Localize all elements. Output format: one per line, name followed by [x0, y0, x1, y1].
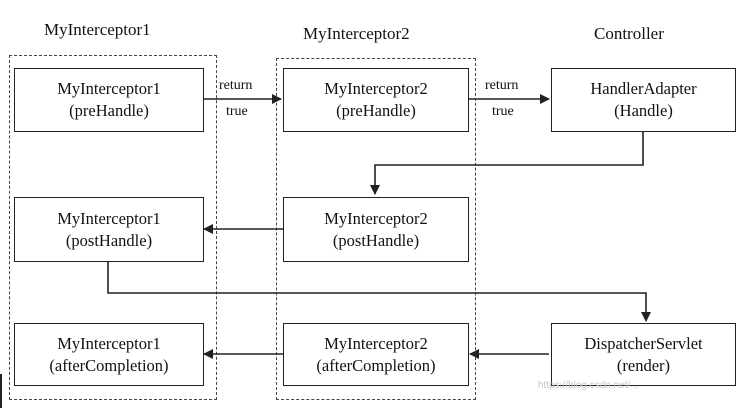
node-method: (preHandle) — [69, 101, 149, 120]
edge-label-2-return: return — [485, 78, 519, 93]
column-title-interceptor1: MyInterceptor1 — [44, 20, 151, 39]
node-title: MyInterceptor1 — [57, 333, 161, 353]
node-interceptor2-posthandle: MyInterceptor2 (postHandle) — [283, 197, 469, 262]
arrow-handler-to-i2post — [370, 132, 644, 195]
node-title: HandlerAdapter — [590, 79, 697, 98]
edge-label-2-true: true — [492, 104, 514, 119]
node-interceptor2-aftercompletion: MyInterceptor2 (afterCompletion) — [283, 323, 469, 386]
edge-label-1-return: return — [219, 78, 253, 93]
arrow-i1post-to-dispatcher — [107, 262, 651, 322]
node-method: (postHandle) — [65, 230, 153, 250]
node-interceptor1-posthandle: MyInterceptor1 (postHandle) — [14, 197, 204, 262]
node-title: MyInterceptor2 — [324, 208, 428, 228]
node-method: (afterCompletion) — [49, 355, 169, 375]
node-interceptor2-prehandle: MyInterceptor2 (preHandle) — [283, 68, 469, 132]
node-interceptor1-prehandle: MyInterceptor1 (preHandle) — [14, 68, 204, 132]
node-method: (afterCompletion) — [316, 355, 436, 375]
edge-divider — [0, 374, 2, 408]
column-title-interceptor2: MyInterceptor2 — [303, 24, 410, 43]
node-title: DispatcherServlet — [584, 333, 703, 353]
node-method: (Handle) — [614, 101, 673, 120]
node-title: MyInterceptor2 — [324, 333, 428, 353]
node-method: (render) — [616, 355, 671, 375]
column-title-controller: Controller — [594, 24, 664, 43]
watermark-text: https://blog.csdn.net/... — [538, 380, 639, 391]
node-dispatcherservlet-render: DispatcherServlet (render) — [551, 323, 736, 386]
interceptor1-group — [9, 55, 217, 400]
node-title: MyInterceptor2 — [324, 79, 428, 98]
node-title: MyInterceptor1 — [57, 79, 161, 98]
node-method: (preHandle) — [336, 101, 416, 120]
node-title: MyInterceptor1 — [57, 208, 161, 228]
node-interceptor1-aftercompletion: MyInterceptor1 (afterCompletion) — [14, 323, 204, 386]
node-method: (postHandle) — [332, 230, 420, 250]
node-handleradapter-handle: HandlerAdapter (Handle) — [551, 68, 736, 132]
edge-label-1-true: true — [226, 104, 248, 119]
